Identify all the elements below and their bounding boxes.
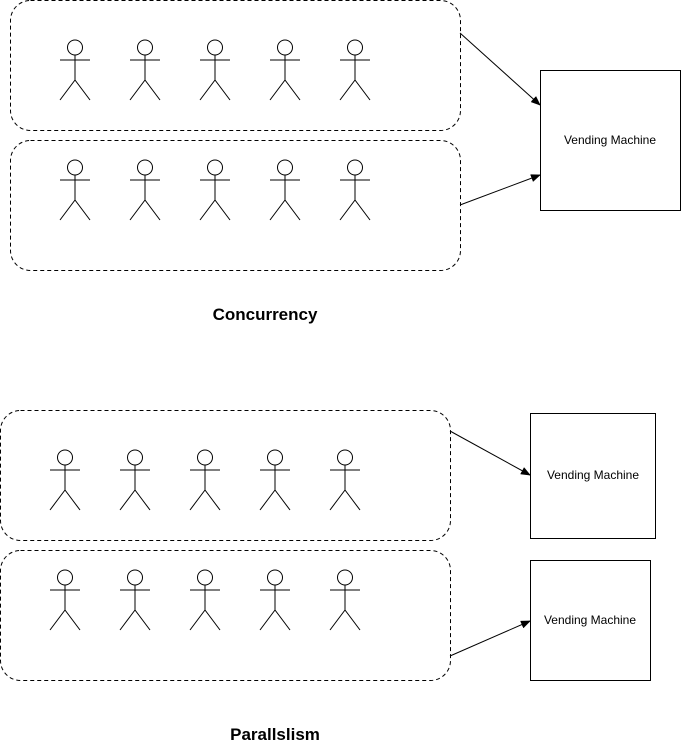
stick-figure-icon — [259, 449, 291, 511]
stick-figure-icon — [329, 449, 361, 511]
stick-figure-icon — [119, 449, 151, 511]
section-title-concurrency: Concurrency — [213, 305, 318, 324]
vending-machine-label-2: Vending Machine — [544, 613, 636, 627]
arrow-icon — [449, 620, 531, 657]
vending-machine-box — [540, 70, 681, 211]
parallelism-section: Vending Machine Vending Machine Parallsl… — [0, 410, 656, 744]
stick-figure-icon — [129, 39, 161, 101]
stick-figure-icon — [339, 39, 371, 101]
stick-figure-icon — [189, 449, 221, 511]
arrow-icon — [459, 174, 541, 206]
stick-figure-icon — [49, 449, 81, 511]
queue-people-1 — [59, 39, 371, 101]
vending-machine-box-2 — [530, 560, 651, 681]
queue-box-4 — [0, 550, 451, 681]
stick-figure-icon — [199, 39, 231, 101]
queue-box-1 — [10, 0, 461, 131]
stick-figure-icon — [59, 39, 91, 101]
stick-figure-icon — [59, 159, 91, 221]
stick-figure-icon — [339, 159, 371, 221]
stick-figure-icon — [269, 39, 301, 101]
queue-box-3 — [0, 410, 451, 541]
stick-figure-icon — [329, 569, 361, 631]
stick-figure-icon — [189, 569, 221, 631]
vending-machine-label-1: Vending Machine — [547, 468, 639, 482]
queue-people-4 — [49, 569, 361, 631]
arrow-icon — [449, 430, 531, 476]
vending-machine-label: Vending Machine — [564, 133, 656, 147]
queue-people-3 — [49, 449, 361, 511]
concurrency-section: Vending Machine Concurrency — [10, 0, 681, 324]
stick-figure-icon — [199, 159, 231, 221]
queue-people-2 — [59, 159, 371, 221]
stick-figure-icon — [269, 159, 301, 221]
arrow-icon — [459, 32, 541, 106]
section-title-parallelism: Parallslism — [230, 725, 320, 744]
stick-figure-icon — [129, 159, 161, 221]
stick-figure-icon — [119, 569, 151, 631]
queue-box-2 — [10, 140, 461, 271]
stick-figure-icon — [49, 569, 81, 631]
vending-machine-box-1 — [530, 413, 656, 539]
stick-figure-icon — [259, 569, 291, 631]
